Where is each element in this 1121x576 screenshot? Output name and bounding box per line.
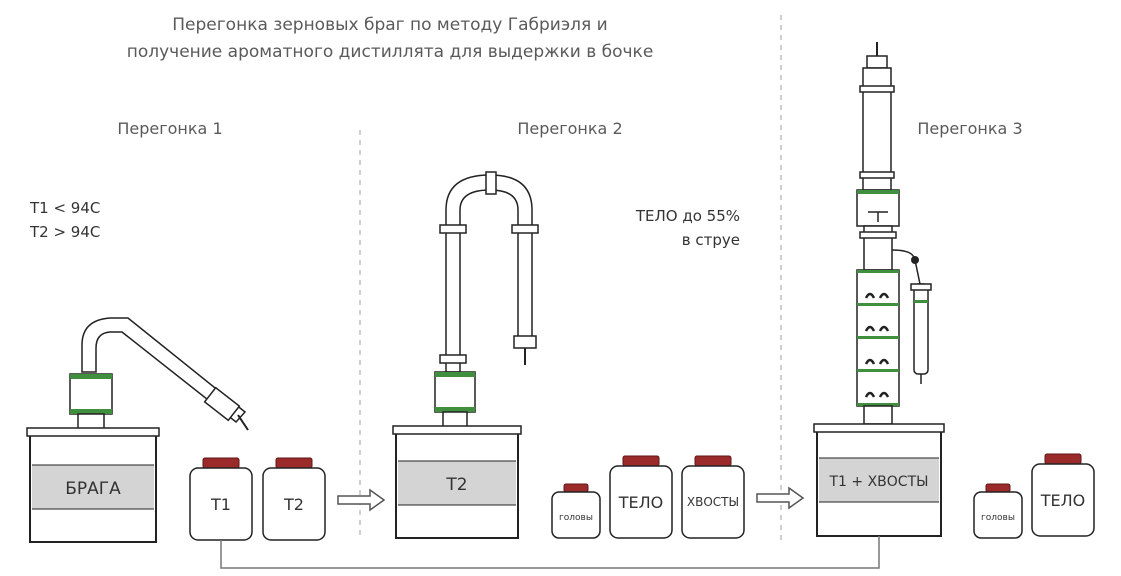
jar-body-2-label: ТЕЛО xyxy=(618,493,664,512)
diagram-title-line1: Перегонка зерновых браг по методу Габриэ… xyxy=(172,15,607,35)
stage-heading-2: Перегонка 2 xyxy=(517,119,622,138)
jar-t2-label: Т2 xyxy=(283,495,304,514)
still-3 xyxy=(813,42,945,537)
still-1 xyxy=(26,317,249,543)
jar-t1-label: Т1 xyxy=(210,495,231,514)
body-note-2: в струе xyxy=(682,231,740,249)
stage-heading-3: Перегонка 3 xyxy=(917,119,1022,138)
jar-body-2 xyxy=(609,455,673,539)
jar-t2 xyxy=(262,457,326,541)
body-note-1: ТЕЛО до 55% xyxy=(635,207,740,225)
temp-note-1: Т1 < 94С xyxy=(29,199,100,217)
stage-heading-1: Перегонка 1 xyxy=(117,119,222,138)
diagram-title-line2: получение ароматного дистиллята для выде… xyxy=(127,42,654,62)
jar-heads-3 xyxy=(973,483,1023,539)
still-2 xyxy=(392,171,539,539)
return-connector xyxy=(220,536,880,569)
jar-body-3-label: ТЕЛО xyxy=(1040,491,1086,510)
arrow-2 xyxy=(756,486,805,510)
kettle-3-label: Т1 + ХВОСТЫ xyxy=(829,474,929,490)
jar-tails-2-label: ХВОСТЫ xyxy=(687,495,739,509)
kettle-1-label: БРАГА xyxy=(65,479,121,499)
jar-heads-2-label: головы xyxy=(559,513,593,523)
jar-heads-3-label: головы xyxy=(981,513,1015,523)
arrow-1 xyxy=(337,488,386,512)
jar-heads-2 xyxy=(551,483,601,539)
temp-note-2: Т2 > 94С xyxy=(29,223,100,241)
jar-body-3 xyxy=(1031,453,1095,537)
jar-tails-2 xyxy=(681,455,745,539)
kettle-2-label: Т2 xyxy=(445,475,467,495)
